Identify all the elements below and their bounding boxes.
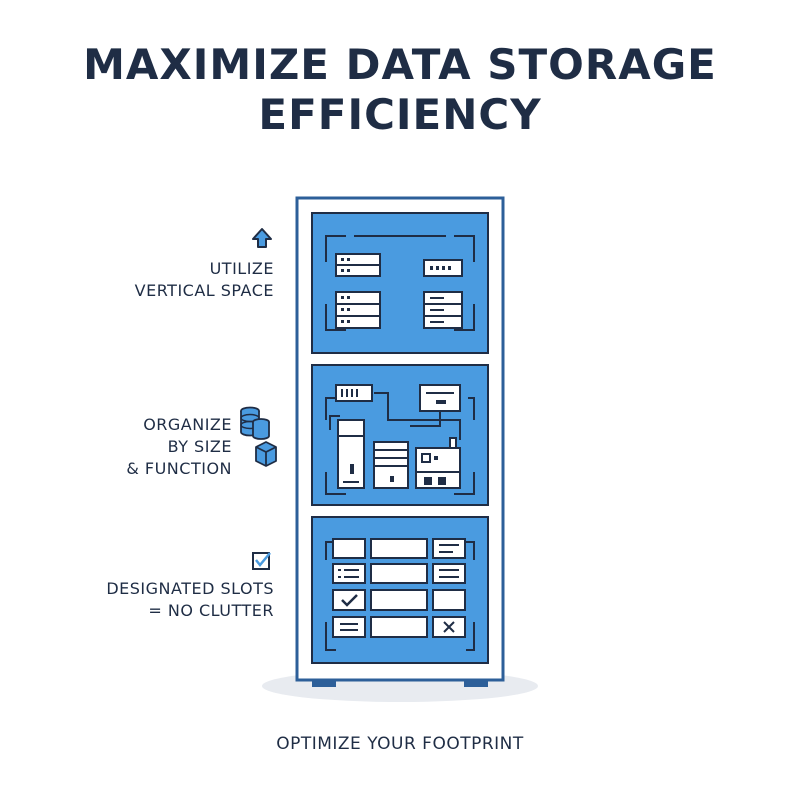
label-vertical-line-2: VERTICAL SPACE xyxy=(134,281,274,300)
tower-server-icon xyxy=(337,419,365,489)
label-slots-line-1: DESIGNATED SLOTS xyxy=(106,579,274,598)
server-unit-icon xyxy=(335,253,381,277)
slot-list-icon xyxy=(432,538,466,559)
slot xyxy=(432,589,466,611)
label-organize-line-2: BY SIZE xyxy=(167,437,232,456)
shelf-servers xyxy=(311,212,489,354)
slot xyxy=(370,589,428,611)
arrow-up-icon xyxy=(252,228,272,248)
slot-list-icon xyxy=(332,563,366,584)
page-title: MAXIMIZE DATA STORAGE EFFICIENCY xyxy=(0,40,800,140)
label-slots-line-2: = NO CLUTTER xyxy=(148,601,274,620)
slot-list-icon xyxy=(332,616,366,638)
router-icon xyxy=(335,384,373,402)
rack-foot-right xyxy=(464,680,488,687)
server-stack-icon xyxy=(423,291,463,329)
title-line-1: MAXIMIZE DATA STORAGE xyxy=(83,40,717,89)
slot xyxy=(332,538,366,559)
boxes-icon xyxy=(240,406,277,467)
slot-check-icon xyxy=(332,589,366,611)
slot xyxy=(370,616,428,638)
storage-array-icon xyxy=(415,437,461,489)
slot-list-icon xyxy=(432,563,466,584)
slot xyxy=(370,563,428,584)
slot xyxy=(370,538,428,559)
tower-server-icon xyxy=(373,441,409,489)
label-organize: ORGANIZE BY SIZE & FUNCTION xyxy=(100,414,232,480)
rack-foot-left xyxy=(312,680,336,687)
slot-x-icon xyxy=(432,616,466,638)
shelf-devices xyxy=(311,364,489,506)
shelf-slots xyxy=(311,516,489,664)
label-organize-line-1: ORGANIZE xyxy=(143,415,232,434)
label-vertical-line-1: UTILIZE xyxy=(209,259,274,278)
server-stack-icon xyxy=(335,291,381,329)
checkbox-icon xyxy=(252,552,271,570)
server-unit-icon xyxy=(423,259,463,277)
monitor-icon xyxy=(419,384,461,412)
footer-tagline: OPTIMIZE YOUR FOOTPRINT xyxy=(276,734,524,754)
label-designated-slots: DESIGNATED SLOTS = NO CLUTTER xyxy=(80,578,274,622)
label-vertical-space: UTILIZE VERTICAL SPACE xyxy=(100,258,274,302)
label-organize-line-3: & FUNCTION xyxy=(126,459,232,478)
title-line-2: EFFICIENCY xyxy=(258,90,542,139)
